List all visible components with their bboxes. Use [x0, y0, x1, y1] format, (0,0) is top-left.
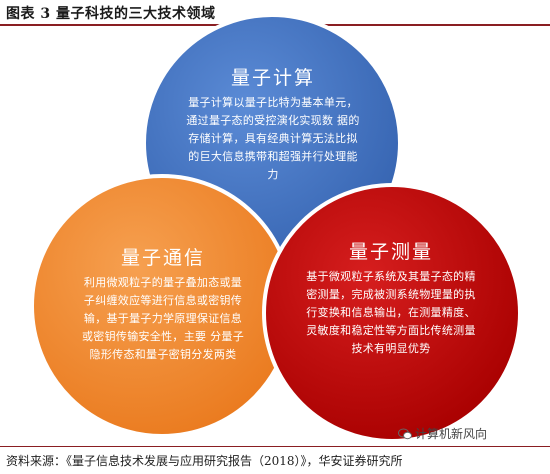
measurement-body: 基于微观粒子系统及其量子态的精密测量，完成被测系统物理量的执行变换和信息输出，在…	[306, 270, 476, 355]
circle-measurement	[262, 183, 522, 443]
computing-body: 量子计算以量子比特为基本单元，通过量子态的受控演化实现数 据的存储计算，具有经典…	[186, 96, 360, 181]
measurement-text-block: 量子测量 基于微观粒子系统及其量子态的精密测量，完成被测系统物理量的执行变换和信…	[305, 237, 477, 358]
computing-title: 量子计算	[230, 67, 315, 89]
wechat-icon	[398, 428, 412, 439]
measurement-title: 量子测量	[348, 241, 433, 263]
source-note: 资料来源：《量子信息技术发展与应用研究报告（2018）》，华安证券研究所	[6, 454, 403, 468]
bottom-rule	[0, 446, 550, 447]
watermark: 计算机新风向	[398, 425, 487, 442]
communication-body: 利用微观粒子的量子叠加态或量子纠缠效应等进行信息或密钥传输，基于量子力学原理保证…	[82, 276, 244, 361]
communication-text-block: 量子通信 利用微观粒子的量子叠加态或量子纠缠效应等进行信息或密钥传输，基于量子力…	[82, 243, 244, 364]
figure-title: 图表 3 量子科技的三大技术领域	[6, 6, 216, 22]
communication-title: 量子通信	[120, 247, 205, 269]
watermark-text: 计算机新风向	[415, 427, 488, 441]
computing-text-block: 量子计算 量子计算以量子比特为基本单元，通过量子态的受控演化实现数 据的存储计算…	[184, 63, 362, 184]
